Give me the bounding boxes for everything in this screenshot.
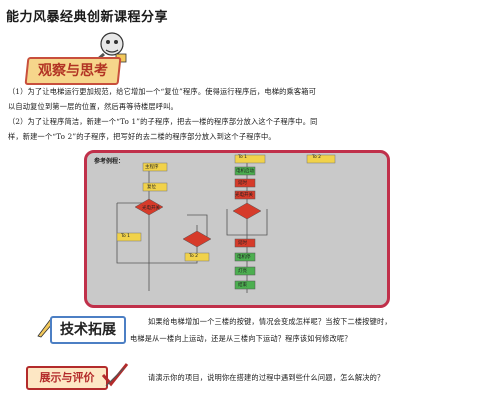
label-b6: To 2	[189, 254, 199, 259]
flowchart	[116, 154, 336, 293]
label-to1-header: To 1	[238, 155, 248, 160]
block-to2	[184, 252, 210, 262]
block-r4	[234, 238, 256, 248]
block-main-start	[142, 162, 168, 172]
section-badge-tech: 技术拓展	[50, 316, 126, 344]
block-reset	[142, 182, 168, 192]
block-r1	[234, 166, 256, 176]
checkmark-icon	[101, 363, 129, 387]
label-r3: 光电开关	[235, 193, 253, 198]
section-badge-label: 技术拓展	[60, 322, 116, 338]
label-r6: 灯亮	[238, 269, 247, 274]
paragraph-2-line-1: （2）为了让程序简洁，新建一个“To 1”的子程序，把去一楼的程序部分放入这个子…	[8, 117, 318, 126]
section-badge-show: 展示与评价	[26, 366, 108, 390]
figure-label: 参考例程：	[94, 158, 125, 165]
block-r5	[234, 252, 256, 262]
tech-line-2: 电梯是从一楼向上运动，还是从三楼向下运动？程序该如何修改呢？	[130, 334, 352, 343]
block-r3	[234, 190, 256, 200]
tech-line-1: 如果给电梯增加一个三楼的按键，情况会变成怎样呢？当按下二楼按键时，	[148, 317, 392, 326]
section-badge-observe: 观察与思考	[24, 57, 122, 85]
label-r4: 延时	[238, 241, 247, 246]
label-r5: 电机停	[237, 255, 251, 260]
label-main-start: 主程序	[145, 165, 159, 170]
label-b5: To 1	[121, 234, 131, 239]
page-title: 能力风暴经典创新课程分享	[6, 10, 169, 25]
paragraph-1-line-2: 以自动复位到第一层的位置，然后再等待楼层呼叫。	[8, 102, 178, 111]
block-r6	[234, 266, 256, 276]
label-b1: 光电开关	[142, 206, 160, 211]
block-to2-header	[306, 154, 336, 164]
block-to1	[116, 232, 142, 242]
decision-1	[134, 198, 164, 216]
label-reset: 复位	[147, 185, 156, 190]
label-r7: 结束	[238, 283, 247, 288]
block-to1-header	[234, 154, 266, 164]
label-r2: 延时	[238, 181, 247, 186]
section-badge-label: 展示与评价	[39, 371, 95, 384]
block-r2	[234, 178, 256, 188]
show-text: 请演示你的项目，说明你在搭建的过程中遇到些什么问题，怎么解决的？	[148, 373, 385, 382]
paragraph-2-line-2: 样，新建一个“To 2”的子程序，把写好的去二楼的程序部分放入到这个子程序中。	[8, 132, 276, 141]
label-to2-header: To 2	[312, 155, 322, 160]
decision-2	[182, 230, 212, 248]
section-badge-label: 观察与思考	[38, 63, 108, 79]
label-r1: 电机启动	[236, 169, 254, 174]
decision-3	[232, 202, 262, 220]
block-r7	[234, 280, 256, 290]
paragraph-1-line-1: （1）为了让电梯运行更加规范，给它增加一个“复位”程序。使得运行程序后，电梯的乘…	[8, 87, 317, 96]
